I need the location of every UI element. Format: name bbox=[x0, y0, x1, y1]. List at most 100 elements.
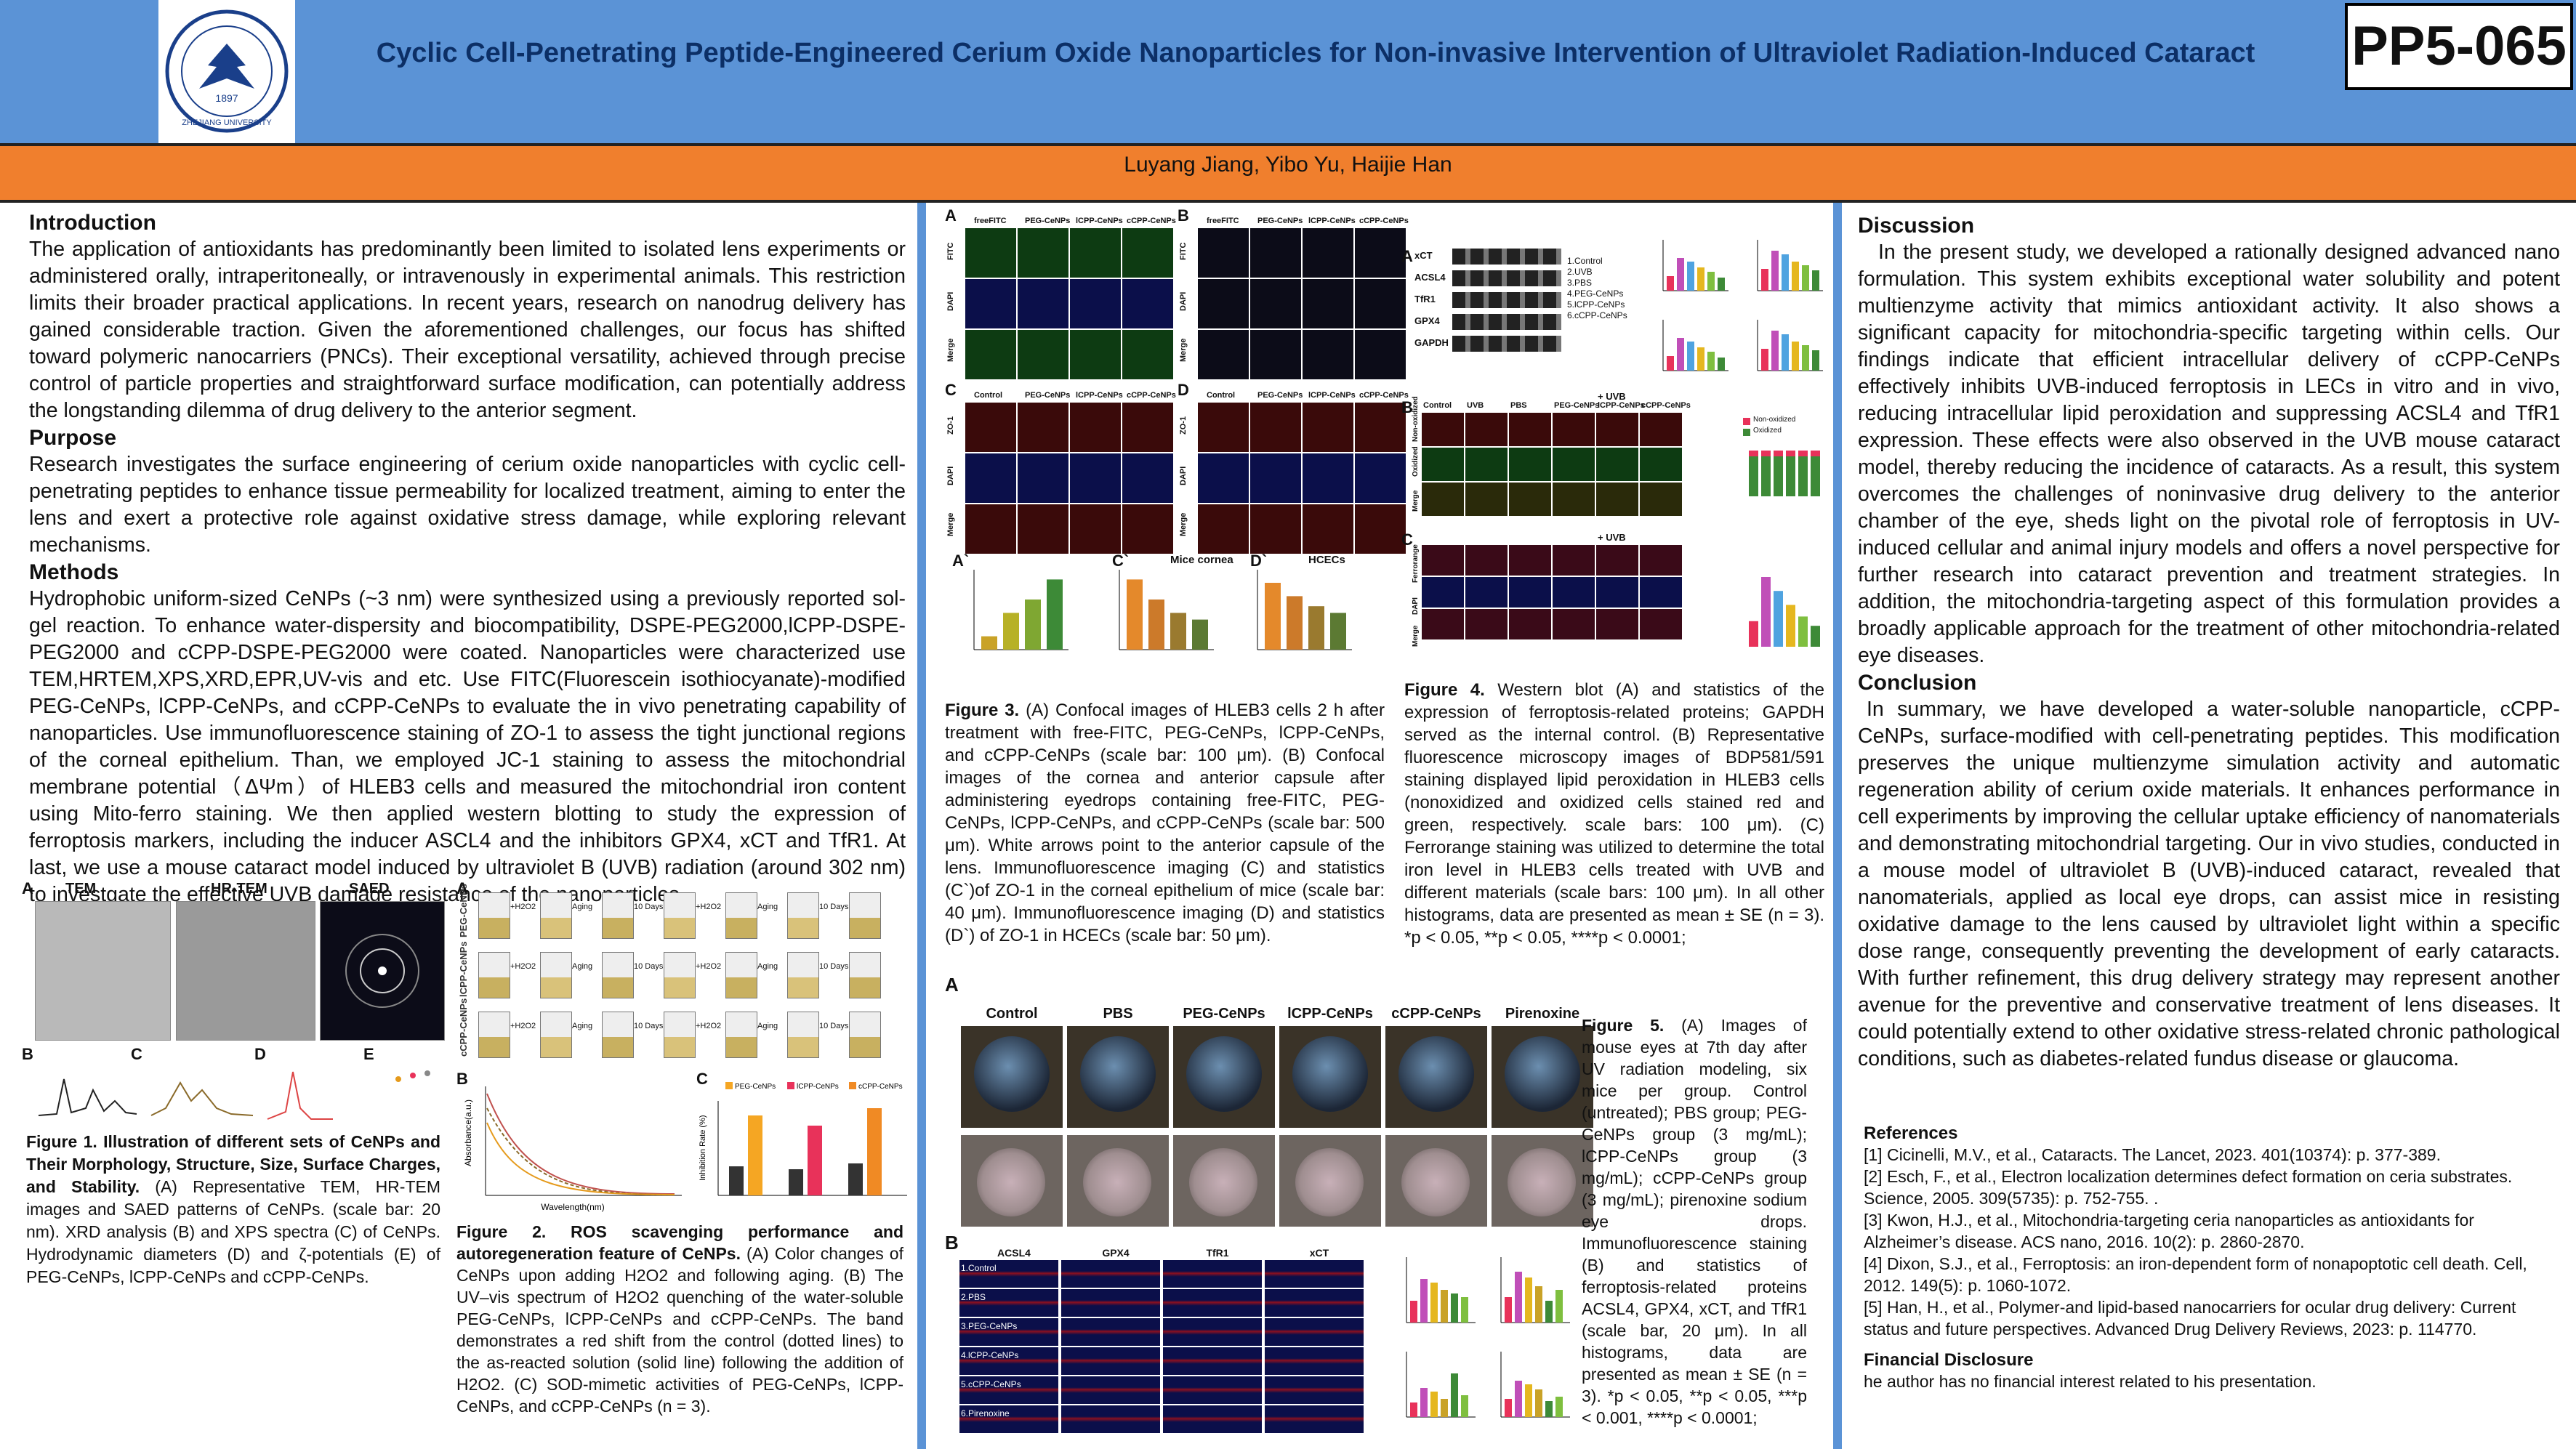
fig5-col-label: Pirenoxine bbox=[1505, 1006, 1580, 1022]
fig3-col-label: PEG-CeNPs bbox=[1025, 217, 1071, 225]
fig4-micrograph bbox=[1596, 609, 1638, 639]
fig2-vial bbox=[664, 892, 696, 939]
fig4-micrograph bbox=[1640, 483, 1682, 516]
fig3-row-label: DAPI bbox=[946, 291, 955, 311]
fig3-title-mice-cornea: Mice cornea bbox=[1170, 554, 1233, 566]
fig4-micrograph bbox=[1422, 545, 1464, 576]
fig4-col-label: lCPP-CeNPs bbox=[1598, 401, 1645, 410]
fig4-micrograph bbox=[1509, 577, 1551, 608]
fig2-vial bbox=[849, 952, 881, 998]
fig4-bar bbox=[1812, 270, 1819, 291]
fig2-sod-bar bbox=[808, 1126, 822, 1195]
fig5-col-label: cCPP-CeNPs bbox=[1391, 1006, 1481, 1022]
fig5-eye-cornea bbox=[1186, 1036, 1262, 1112]
fig3-micrograph bbox=[1250, 228, 1301, 278]
fig4-micrograph bbox=[1640, 448, 1682, 481]
fig3-micrograph bbox=[1355, 330, 1406, 379]
fig3-row-label: ZO-1 bbox=[1179, 416, 1188, 435]
fig5-bar bbox=[1515, 1381, 1522, 1417]
fig1-letter-b: B bbox=[22, 1045, 33, 1063]
fig3-micrograph bbox=[1303, 228, 1353, 278]
fig4-blot-band bbox=[1452, 336, 1561, 352]
fig2-vial bbox=[725, 892, 757, 939]
fig5-stain-row-label: 2.PBS bbox=[961, 1292, 986, 1302]
fig3-micrograph bbox=[965, 228, 1016, 278]
fig4-bar bbox=[1749, 456, 1758, 496]
fig3-row-label: Merge bbox=[1179, 512, 1188, 536]
fig3-micrograph bbox=[1198, 330, 1249, 379]
fig4-group-label: 3.PBS bbox=[1567, 278, 1593, 288]
fig2-step-label: 10 Days bbox=[634, 1022, 664, 1030]
fig3-micrograph bbox=[1303, 504, 1353, 554]
fig2-c-ylabel: Inhibition Rate (%) bbox=[699, 1115, 707, 1182]
fig2-vial bbox=[478, 952, 510, 998]
fig3-micrograph bbox=[965, 330, 1016, 379]
reference-item: [3] Kwon, H.J., et al., Mitochondria-tar… bbox=[1864, 1211, 2474, 1251]
fig2-legend-swatch bbox=[849, 1082, 856, 1089]
references-heading: References bbox=[1864, 1123, 1958, 1143]
fig4-micrograph bbox=[1422, 609, 1464, 639]
fig5-stain-image bbox=[1265, 1289, 1364, 1317]
fig4-legend-swatch bbox=[1743, 418, 1750, 425]
fig5-bar bbox=[1451, 1373, 1458, 1417]
fig4-bar bbox=[1761, 451, 1771, 456]
fig4-uvb-label-b: + UVB bbox=[1598, 391, 1626, 402]
purpose-heading: Purpose bbox=[29, 426, 117, 450]
fig4-bar bbox=[1697, 347, 1704, 371]
fig3-col-label: Control bbox=[1207, 391, 1236, 400]
fig3-col-label: freeFITC bbox=[974, 217, 1007, 225]
fig4-bar bbox=[1798, 456, 1808, 496]
fig3-micrograph bbox=[1303, 330, 1353, 379]
fig4-micrograph bbox=[1422, 483, 1464, 516]
fig3-col-label: PEG-CeNPs bbox=[1025, 391, 1071, 400]
fig3-micrograph bbox=[1018, 504, 1068, 554]
fig4-bar bbox=[1811, 626, 1820, 647]
fig2-step-label: +H2O2 bbox=[510, 903, 536, 911]
fig1-letter-c: C bbox=[131, 1045, 142, 1063]
fig3-col-label: lCPP-CeNPs bbox=[1308, 217, 1356, 225]
fig4-micrograph bbox=[1509, 448, 1551, 481]
fig4-bar bbox=[1774, 456, 1783, 496]
fig3-col-label: cCPP-CeNPs bbox=[1359, 217, 1409, 225]
fig5-bar-charts bbox=[1406, 1257, 1570, 1418]
fig4-bar bbox=[1782, 334, 1789, 371]
fig4-micrograph bbox=[1509, 545, 1551, 576]
fig2-sod-bar bbox=[748, 1115, 762, 1195]
fig1-title-saed: SAED bbox=[349, 881, 390, 897]
fig1-letter-e: E bbox=[363, 1045, 374, 1063]
fig4-bar bbox=[1771, 251, 1779, 291]
fig3-micrograph bbox=[1018, 330, 1068, 379]
fig4-micrograph bbox=[1422, 413, 1464, 446]
fig4-blot-band bbox=[1452, 270, 1561, 286]
fig3-row-label: Merge bbox=[946, 512, 955, 536]
fig5-eye-cornea bbox=[1505, 1036, 1580, 1112]
introduction-heading: Introduction bbox=[29, 211, 156, 235]
fig2-step-label: +H2O2 bbox=[510, 1022, 536, 1030]
fig4-bar bbox=[1786, 456, 1795, 496]
fig2-step-label: +H2O2 bbox=[696, 962, 722, 971]
fig2-vial bbox=[787, 892, 819, 939]
fig2-step-label: Aging bbox=[757, 962, 778, 971]
fig2-uvvis-chart: Wavelength(nm) Absorbance(a.u.) bbox=[464, 1086, 682, 1212]
fig1-hrtem-image bbox=[176, 901, 315, 1041]
fig2-step-label: Aging bbox=[572, 903, 593, 911]
figure1-caption: Figure 1. Illustration of different sets… bbox=[26, 1131, 440, 1288]
figure1-caption-title: Figure 1. Illustration of different sets… bbox=[26, 1132, 440, 1196]
fig2-vial bbox=[540, 952, 572, 998]
fig4-micrograph bbox=[1596, 483, 1638, 516]
fig4-micrograph bbox=[1465, 577, 1508, 608]
fig4-col-label: UVB bbox=[1467, 401, 1484, 410]
fig5-bar bbox=[1410, 1301, 1417, 1323]
fig2-vial bbox=[478, 1012, 510, 1058]
fig4-bar bbox=[1761, 456, 1771, 496]
fig2-step-label: Aging bbox=[757, 1022, 778, 1030]
fig4-bar bbox=[1761, 349, 1768, 371]
fig3-bar-charts bbox=[973, 570, 1352, 650]
fig3-col-label: cCPP-CeNPs bbox=[1359, 391, 1409, 400]
fig2-step-label: 10 Days bbox=[634, 962, 664, 971]
fig4-bar bbox=[1749, 451, 1758, 456]
column-divider-1 bbox=[917, 203, 926, 1449]
fig2-sod-bar bbox=[848, 1163, 863, 1195]
fig4-blot-label: GPX4 bbox=[1414, 315, 1440, 326]
